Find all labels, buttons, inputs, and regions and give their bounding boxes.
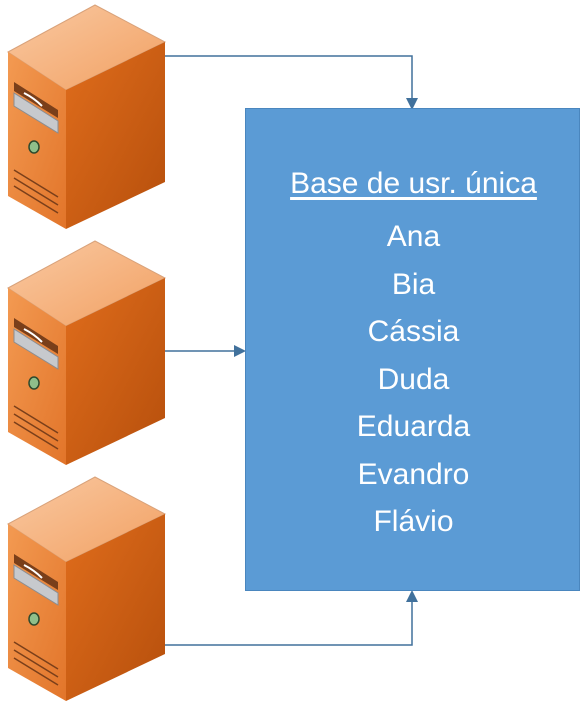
list-item: Flávio xyxy=(373,505,454,538)
database-title: Base de usr. única xyxy=(290,167,537,200)
user-list: Ana Bia Cássia Duda Eduarda Evandro Fláv… xyxy=(246,213,581,546)
server-icon xyxy=(7,4,166,230)
list-item: Duda xyxy=(377,362,450,396)
server-icon xyxy=(7,240,166,466)
user-database-box: Base de usr. única Ana Bia Cássia Duda E… xyxy=(245,108,580,591)
connector-top xyxy=(165,55,418,110)
list-item: Ana xyxy=(386,220,441,253)
list-item: Evandro xyxy=(357,457,470,491)
list-item: Bia xyxy=(391,267,436,301)
list-item: Eduarda xyxy=(356,410,471,443)
list-item: Cássia xyxy=(367,315,460,348)
server-icon xyxy=(7,476,166,702)
connector-bottom xyxy=(165,590,418,646)
